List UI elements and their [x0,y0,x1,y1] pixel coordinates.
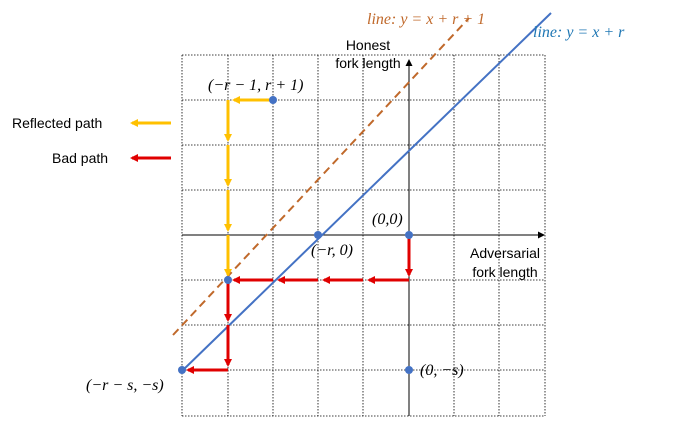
x-axis-label-line1: Adversarial [470,245,540,261]
legend: Reflected path Bad path [12,115,171,166]
lower-line-label: line: y = x + r [533,24,625,41]
label-start-top: (−r − 1, r + 1) [208,77,304,94]
line-y-eq-x-plus-r [181,12,552,372]
point-start-top [269,96,277,104]
point-zero-neg-s [405,366,413,374]
label-zero-neg-s: (0, −s) [420,362,464,379]
point-reflect [224,276,232,284]
point-neg-r [314,231,322,239]
upper-line-label: line: y = x + r + 1 [367,11,485,28]
label-end: (−r − s, −s) [86,377,164,394]
points [178,96,413,374]
legend-bad-label: Bad path [52,150,108,166]
point-origin [405,231,413,239]
point-end [178,366,186,374]
line-y-eq-x-plus-r-plus-1 [172,17,470,336]
x-axis-label-line2: fork length [472,264,537,280]
y-axis-label-line2: fork length [335,55,400,71]
legend-reflected-label: Reflected path [12,115,102,131]
reflected-path [224,96,273,277]
label-neg-r: (−r, 0) [311,242,353,259]
y-axis-label-line1: Honest [346,37,390,53]
label-origin: (0,0) [372,211,403,228]
bad-path [186,235,413,374]
